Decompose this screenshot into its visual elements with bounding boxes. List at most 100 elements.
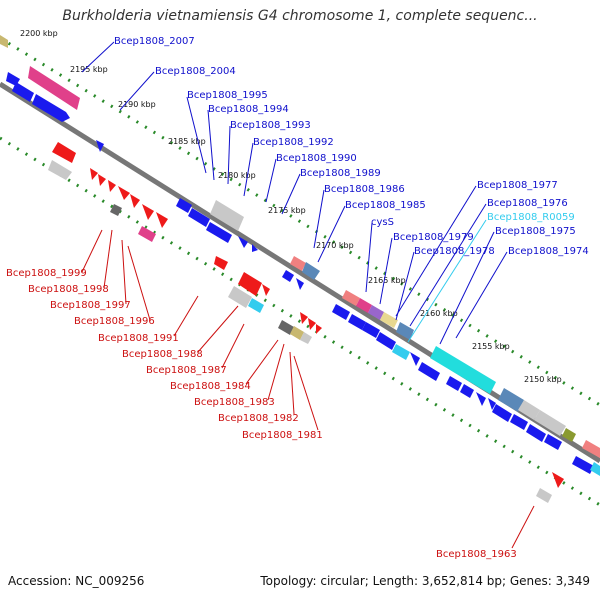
gene-label[interactable]: Bcep1808_1981 — [242, 430, 323, 441]
forward-gene[interactable] — [296, 278, 304, 290]
forward-labels: Bcep1808_2007 Bcep1808_2004 Bcep1808_199… — [114, 36, 589, 257]
reverse-gene[interactable] — [90, 168, 98, 180]
reverse-gene[interactable] — [142, 204, 154, 220]
gene-label[interactable]: Bcep1808_1995 — [187, 90, 268, 101]
gene-label[interactable]: Bcep1808_2004 — [155, 66, 236, 77]
reverse-gene[interactable] — [214, 256, 228, 270]
reverse-gene[interactable] — [118, 186, 130, 200]
forward-gene[interactable] — [0, 35, 8, 48]
gene-label[interactable]: Bcep1808_1976 — [487, 198, 568, 209]
gene-label[interactable]: Bcep1808_1979 — [393, 232, 474, 243]
gene-label[interactable]: Bcep1808_1998 — [28, 284, 109, 295]
forward-gene[interactable] — [356, 298, 372, 313]
forward-gene[interactable] — [302, 262, 320, 280]
forward-gene[interactable] — [380, 312, 398, 328]
reverse-gene[interactable] — [130, 194, 140, 208]
forward-gene[interactable] — [210, 200, 244, 231]
forward-gene[interactable] — [590, 462, 600, 476]
forward-gene[interactable] — [572, 456, 594, 474]
gene-label[interactable]: Bcep1808_1963 — [436, 549, 517, 560]
forward-gene[interactable] — [430, 346, 496, 394]
gene-label[interactable]: Bcep1808_1984 — [170, 381, 251, 392]
forward-gene[interactable] — [410, 352, 420, 366]
forward-gene[interactable] — [368, 305, 384, 320]
forward-gene[interactable] — [396, 322, 414, 340]
gene-label[interactable]: Bcep1808_1985 — [345, 200, 426, 211]
forward-gene[interactable] — [32, 94, 70, 122]
forward-gene[interactable] — [498, 388, 524, 412]
gene-label[interactable]: cysS — [371, 217, 394, 228]
forward-gene[interactable] — [518, 400, 540, 420]
reverse-gene[interactable] — [52, 142, 76, 163]
reverse-gene[interactable] — [156, 212, 168, 228]
forward-gene[interactable] — [510, 414, 528, 430]
forward-gene[interactable] — [238, 236, 248, 248]
forward-gene[interactable] — [332, 304, 350, 320]
gene-label[interactable]: Bcep1808_1994 — [208, 104, 289, 115]
gene-label[interactable]: Bcep1808_1990 — [276, 153, 357, 164]
forward-gene[interactable] — [96, 140, 104, 152]
forward-gene[interactable] — [348, 314, 366, 330]
gene-label[interactable]: Bcep1808_1986 — [324, 184, 405, 195]
gene-label[interactable]: Bcep1808_1993 — [230, 120, 311, 131]
gene-label[interactable]: Bcep1808_1989 — [300, 168, 381, 179]
reverse-gene[interactable] — [262, 284, 270, 296]
reverse-gene[interactable] — [300, 332, 312, 344]
forward-gene[interactable] — [582, 440, 600, 458]
reverse-gene[interactable] — [300, 312, 308, 324]
gene-label[interactable]: Bcep1808_1991 — [98, 333, 179, 344]
forward-gene[interactable] — [446, 376, 462, 391]
reverse-gene[interactable] — [138, 226, 156, 242]
forward-gene[interactable] — [544, 434, 562, 450]
gene-label[interactable]: Bcep1808_1975 — [495, 226, 576, 237]
forward-gene[interactable] — [342, 290, 360, 306]
forward-gene[interactable] — [206, 222, 232, 243]
reverse-gene[interactable] — [110, 204, 122, 216]
reverse-gene[interactable] — [48, 160, 72, 180]
gene-label[interactable]: Bcep1808_2007 — [114, 36, 195, 47]
gene-label[interactable]: Bcep1808_1987 — [146, 365, 227, 376]
forward-gene[interactable] — [28, 66, 80, 110]
forward-gene[interactable] — [290, 256, 306, 271]
reverse-gene[interactable] — [316, 324, 322, 334]
reverse-gene[interactable] — [98, 174, 106, 186]
gene-label[interactable]: Bcep1808_R0059 — [487, 212, 575, 223]
reverse-gene[interactable] — [552, 472, 564, 488]
forward-gene[interactable] — [188, 208, 210, 227]
forward-gene[interactable] — [362, 322, 380, 338]
label-leader — [267, 343, 285, 401]
reverse-gene[interactable] — [278, 320, 294, 335]
gene-label[interactable]: Bcep1808_1997 — [50, 300, 131, 311]
gene-label[interactable]: Bcep1808_1978 — [414, 246, 495, 257]
forward-gene[interactable] — [12, 82, 34, 102]
forward-gene[interactable] — [176, 198, 192, 213]
gene-label[interactable]: Bcep1808_1999 — [6, 268, 87, 279]
forward-gene[interactable] — [460, 384, 474, 398]
reverse-gene[interactable] — [108, 180, 116, 192]
forward-gene[interactable] — [392, 344, 410, 360]
gene-label[interactable]: Bcep1808_1996 — [74, 316, 155, 327]
gene-label[interactable]: Bcep1808_1977 — [477, 180, 558, 191]
reverse-gene[interactable] — [290, 326, 304, 340]
forward-gene[interactable] — [252, 244, 258, 252]
forward-gene[interactable] — [376, 332, 396, 350]
gene-label[interactable]: Bcep1808_1983 — [194, 397, 275, 408]
reverse-gene[interactable] — [228, 286, 252, 308]
kbp-tick-label: 2155 kbp — [472, 342, 510, 351]
forward-gene[interactable] — [492, 404, 512, 422]
forward-gene[interactable] — [534, 410, 566, 436]
gene-label[interactable]: Bcep1808_1982 — [218, 413, 299, 424]
gene-label[interactable]: Bcep1808_1974 — [508, 246, 589, 257]
forward-gene[interactable] — [418, 362, 440, 381]
forward-gene[interactable] — [476, 392, 486, 406]
reverse-gene[interactable] — [248, 298, 264, 313]
forward-gene[interactable] — [526, 424, 546, 442]
reverse-gene[interactable] — [238, 272, 262, 296]
forward-gene[interactable] — [282, 270, 294, 282]
forward-gene[interactable] — [488, 398, 496, 410]
gene-label[interactable]: Bcep1808_1992 — [253, 137, 334, 148]
reverse-gene[interactable] — [308, 318, 316, 330]
gene-label[interactable]: Bcep1808_1988 — [122, 349, 203, 360]
forward-gene[interactable] — [562, 428, 576, 442]
reverse-gene[interactable] — [536, 488, 552, 503]
